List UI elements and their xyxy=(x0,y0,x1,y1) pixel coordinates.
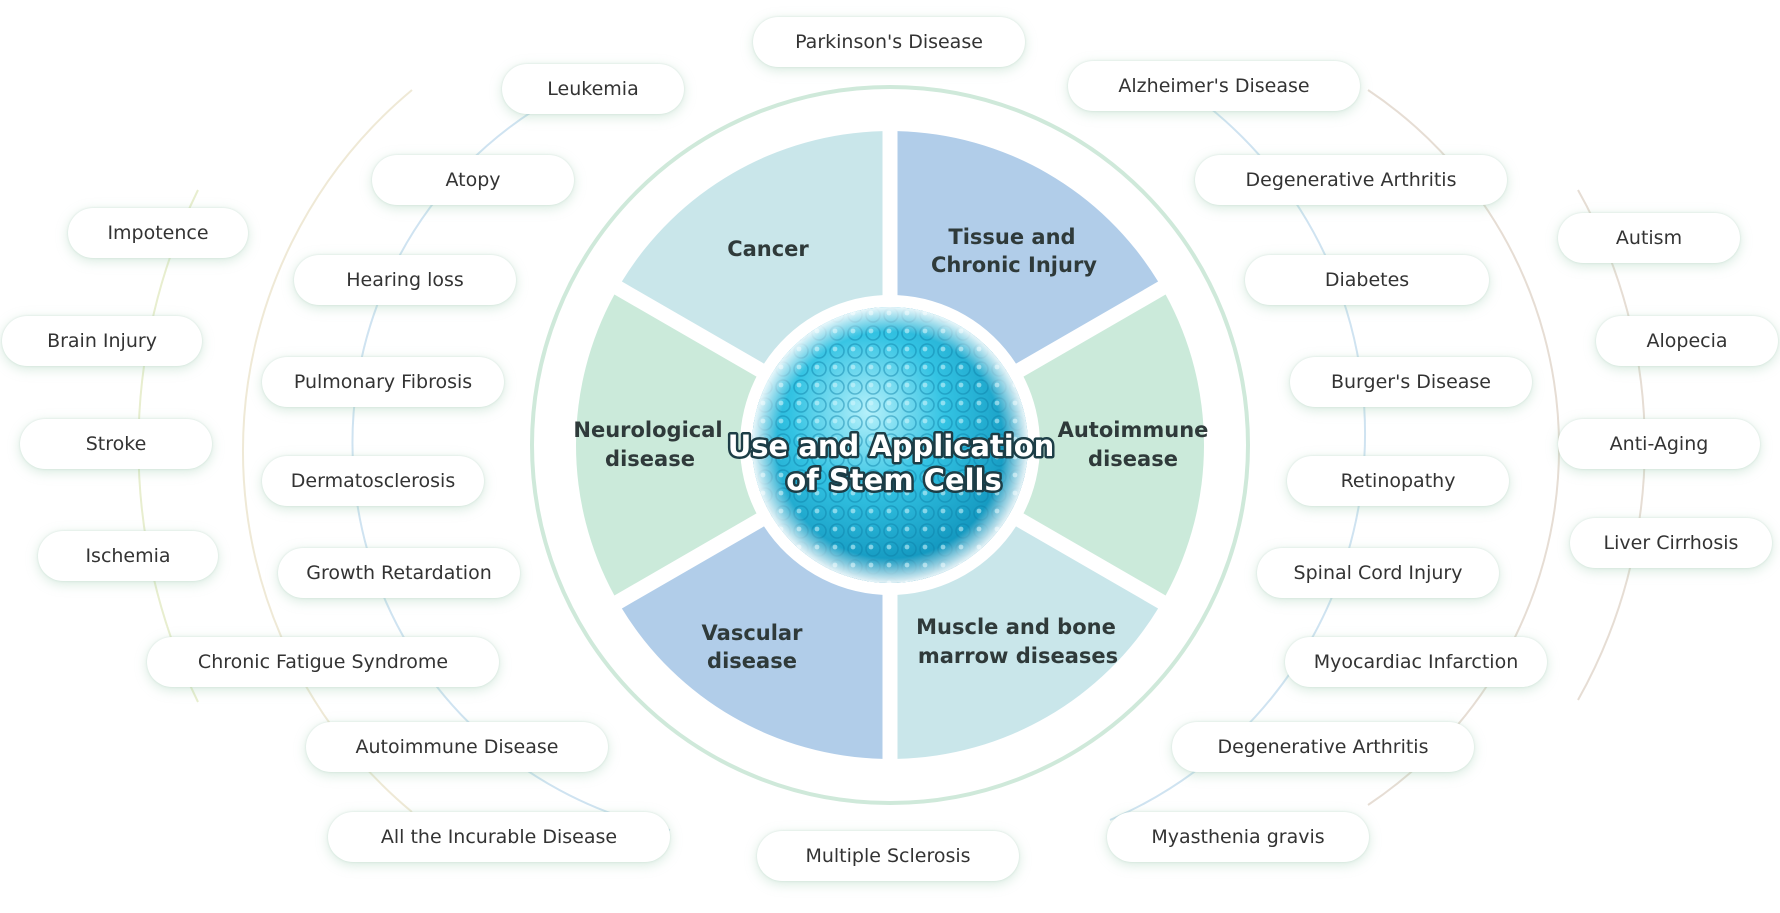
disease-pill-degenerative-arthritis-1: Degenerative Arthritis xyxy=(1195,155,1507,205)
disease-pill-myasthenia-gravis: Myasthenia gravis xyxy=(1107,812,1369,862)
disease-pill-spinal-cord-injury: Spinal Cord Injury xyxy=(1257,548,1499,598)
disease-pill-liver-cirrhosis: Liver Cirrhosis xyxy=(1570,518,1772,568)
disease-pill-pulmonary-fibrosis: Pulmonary Fibrosis xyxy=(262,357,504,407)
disease-pill-atopy: Atopy xyxy=(372,155,574,205)
segment-cancer xyxy=(621,131,883,364)
disease-pill-diabetes: Diabetes xyxy=(1245,255,1489,305)
disease-pill-ischemia: Ischemia xyxy=(38,531,218,581)
segment-vascular xyxy=(621,526,883,759)
segment-group xyxy=(576,131,1205,759)
stem-cell-image xyxy=(743,298,1037,592)
segment-tissue xyxy=(897,131,1159,364)
disease-pill-degenerative-arthritis-2: Degenerative Arthritis xyxy=(1172,722,1474,772)
segment-muscle xyxy=(897,526,1159,759)
disease-pill-anti-aging: Anti-Aging xyxy=(1558,419,1760,469)
disease-pill-alzheimers: Alzheimer's Disease xyxy=(1068,61,1360,111)
disease-pill-multiple-sclerosis: Multiple Sclerosis xyxy=(757,831,1019,881)
disease-pill-all-incurable: All the Incurable Disease xyxy=(328,812,670,862)
disease-pill-retinopathy: Retinopathy xyxy=(1287,456,1509,506)
segment-autoimmune xyxy=(1023,294,1205,596)
disease-pill-brain-injury: Brain Injury xyxy=(2,316,202,366)
outer-ring xyxy=(530,85,1250,805)
disease-pill-impotence: Impotence xyxy=(68,208,248,258)
disease-pill-dermatosclerosis: Dermatosclerosis xyxy=(262,456,484,506)
disease-pill-parkinsons: Parkinson's Disease xyxy=(753,17,1025,67)
segment-label-cancer: Cancer xyxy=(727,237,809,261)
disease-pill-burgers-disease: Burger's Disease xyxy=(1290,357,1532,407)
disease-pill-growth-retardation: Growth Retardation xyxy=(278,548,520,598)
disease-pill-hearing-loss: Hearing loss xyxy=(294,255,516,305)
disease-pill-leukemia: Leukemia xyxy=(502,64,684,114)
disease-pill-stroke: Stroke xyxy=(20,419,212,469)
disease-pill-autoimmune-disease: Autoimmune Disease xyxy=(306,722,608,772)
disease-pill-alopecia: Alopecia xyxy=(1596,316,1778,366)
outer-arc-left-beige xyxy=(241,89,413,813)
segment-neuro xyxy=(576,294,757,596)
disease-pill-chronic-fatigue: Chronic Fatigue Syndrome xyxy=(147,637,499,687)
disease-pill-autism: Autism xyxy=(1558,213,1740,263)
disease-pill-myocardiac-infarction: Myocardiac Infarction xyxy=(1285,637,1547,687)
